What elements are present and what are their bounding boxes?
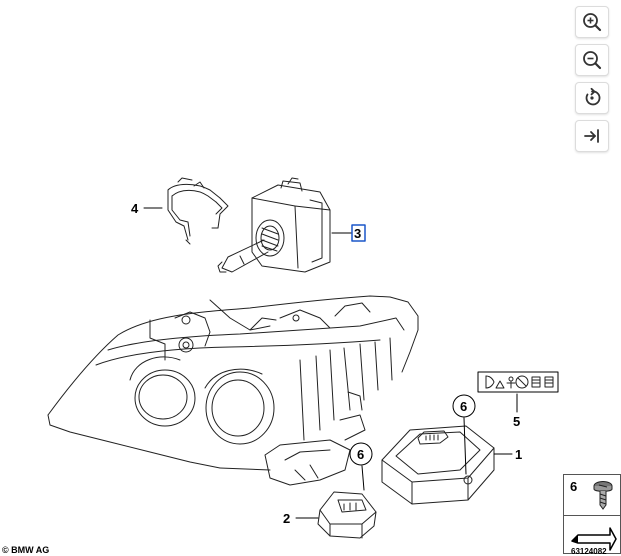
- arrow-icon: [571, 527, 617, 551]
- callout-6a[interactable]: 6: [460, 399, 467, 414]
- callout-3[interactable]: 3: [354, 226, 361, 241]
- xenon-control-unit: [381, 425, 495, 505]
- zoom-out-button[interactable]: [575, 44, 609, 76]
- xenon-bulb: [217, 177, 331, 273]
- zoom-out-icon: [583, 51, 602, 70]
- callout-6b[interactable]: 6: [357, 447, 364, 462]
- callout-circle-6a: [452, 394, 476, 418]
- callout-2[interactable]: 2: [283, 511, 290, 526]
- zoom-in-button[interactable]: [575, 6, 609, 38]
- leader-lines: [143, 207, 518, 519]
- callout-1[interactable]: 1: [515, 447, 522, 462]
- collapse-panel-icon: [584, 129, 599, 143]
- selected-callout-highlight: [351, 224, 366, 242]
- screw-icon: [593, 481, 613, 510]
- legend-separator: [564, 515, 620, 516]
- headlight-housing: [47, 295, 419, 486]
- copyright-text: © BMW AG: [2, 545, 50, 555]
- callout-4[interactable]: 4: [131, 201, 139, 216]
- reset-button[interactable]: [575, 82, 609, 114]
- legend-part-number: 6: [570, 479, 578, 494]
- part-legend-box: 6: [563, 474, 621, 554]
- diagram-number: 63124082: [571, 547, 607, 556]
- bulb-retaining-clip: [167, 177, 229, 245]
- callout-5[interactable]: 5: [513, 414, 520, 429]
- igniter-module: [317, 491, 377, 539]
- collapse-panel-button[interactable]: [575, 120, 609, 152]
- reset-icon: [585, 87, 601, 106]
- zoom-in-icon: [583, 13, 602, 32]
- warning-label: [477, 371, 559, 393]
- callout-circle-6b: [349, 442, 373, 466]
